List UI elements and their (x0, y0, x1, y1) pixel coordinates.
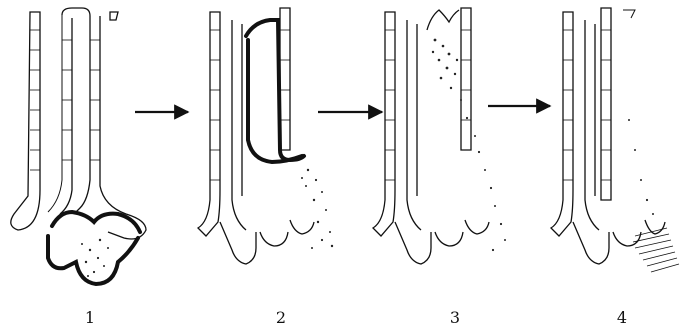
stage-2-gland (198, 8, 333, 264)
stage-1-gland (11, 8, 146, 284)
stage-4-debris (633, 228, 679, 272)
stage-4-gland (551, 8, 679, 272)
stage-label-2: 2 (276, 308, 286, 327)
stage-3-secretion-mass (432, 39, 506, 252)
stage-label-1: 1 (85, 308, 95, 327)
stage-2-debris (301, 169, 333, 249)
stage-3-gland (373, 8, 506, 264)
stage-1-cell-mass (81, 239, 109, 277)
stage-label-4: 4 (617, 308, 627, 327)
stage-label-3: 3 (450, 308, 460, 327)
